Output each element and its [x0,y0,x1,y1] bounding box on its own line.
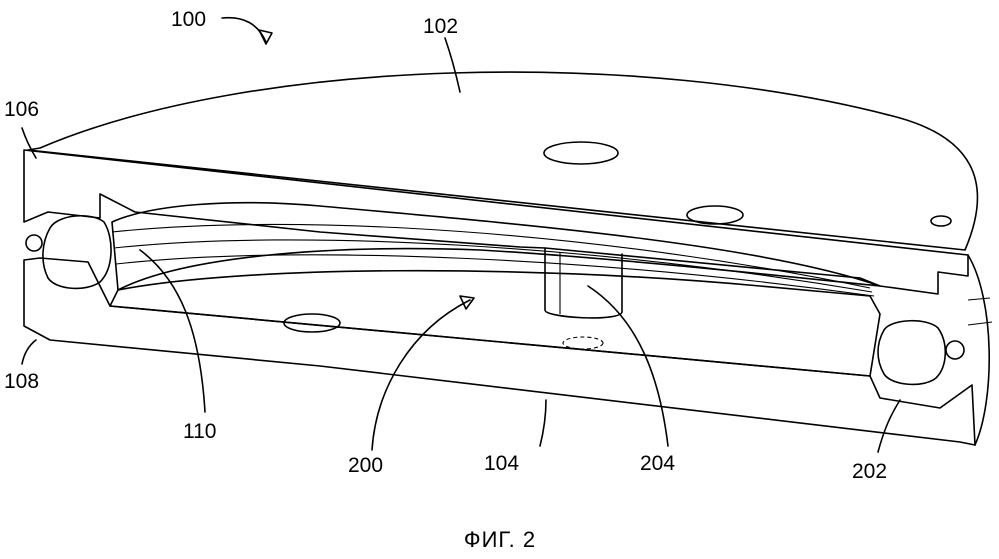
label-204: 204 [640,452,675,475]
label-110: 110 [183,420,216,443]
oring-left [26,235,42,251]
arrowhead-200 [460,296,474,309]
label-202: 202 [852,460,887,483]
hole-bottom-dashed [563,337,603,349]
leader-108 [22,340,36,364]
hole-top-1 [544,142,618,164]
edge-line-2 [968,322,992,325]
leader-202 [878,400,900,452]
leader-110 [140,250,205,412]
right-edge [968,255,989,445]
edge-line-1 [968,298,990,300]
seal-left [43,216,111,289]
leader-200 [372,300,470,450]
oring-right [946,341,964,359]
post-204 [545,248,622,318]
figure-caption: ФИГ. 2 [464,527,536,552]
label-108: 108 [4,370,39,393]
label-104: 104 [484,452,519,475]
seal-right-202 [878,321,945,385]
label-102: 102 [423,15,458,38]
label-106: 106 [4,98,39,121]
diaphragm-line-2 [114,240,872,292]
hole-top-3 [931,216,951,226]
diaphragm-line-3 [116,255,874,296]
hole-top-2 [687,206,743,224]
cavity-floor [110,271,880,376]
leader-104 [540,400,546,446]
label-100: 100 [171,8,206,31]
leader-204 [588,286,668,446]
label-200: 200 [348,454,383,477]
leader-102 [445,38,460,92]
